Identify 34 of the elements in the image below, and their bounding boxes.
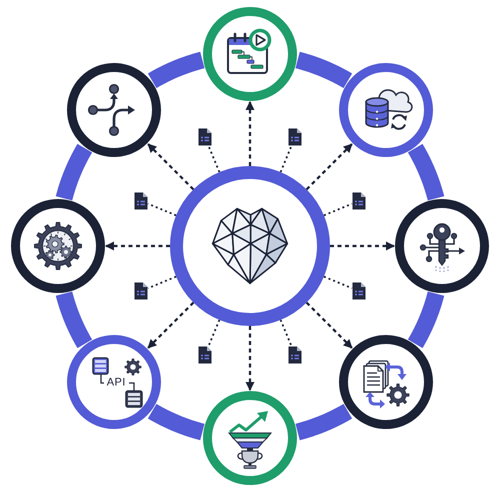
icon-label: API xyxy=(106,376,126,390)
document-icon xyxy=(198,346,212,364)
icon-circle xyxy=(67,63,162,158)
dashed-arrow xyxy=(246,101,254,166)
dotted-line xyxy=(280,146,292,172)
dashed-arrow xyxy=(146,142,194,190)
document-icon xyxy=(352,192,366,210)
icon-circle xyxy=(395,199,489,293)
icon-circle xyxy=(338,63,433,158)
dotted-line xyxy=(208,320,220,346)
icon-circle xyxy=(338,334,433,429)
dotted-line xyxy=(148,276,176,290)
document-icon xyxy=(198,128,212,146)
dashed-arrow xyxy=(246,326,254,391)
document-icon xyxy=(288,346,302,364)
document-icon xyxy=(288,128,302,146)
dashed-arrow xyxy=(105,242,170,250)
dashed-arrow xyxy=(306,302,354,350)
document-icon xyxy=(134,192,148,210)
dashed-arrow xyxy=(330,242,395,250)
dashed-arrow xyxy=(306,142,354,190)
icon-circle xyxy=(11,199,105,293)
icon-circle xyxy=(203,7,297,101)
document-icon xyxy=(352,282,366,300)
dotted-line xyxy=(148,202,176,216)
dotted-line xyxy=(208,146,220,172)
dotted-line xyxy=(324,276,352,290)
dotted-line xyxy=(324,202,352,216)
document-icon xyxy=(134,282,148,300)
dotted-line xyxy=(280,320,292,346)
icon-circle xyxy=(67,334,162,429)
hub-circle xyxy=(170,166,330,326)
dashed-arrow xyxy=(146,302,194,350)
icon-circle xyxy=(203,391,297,485)
